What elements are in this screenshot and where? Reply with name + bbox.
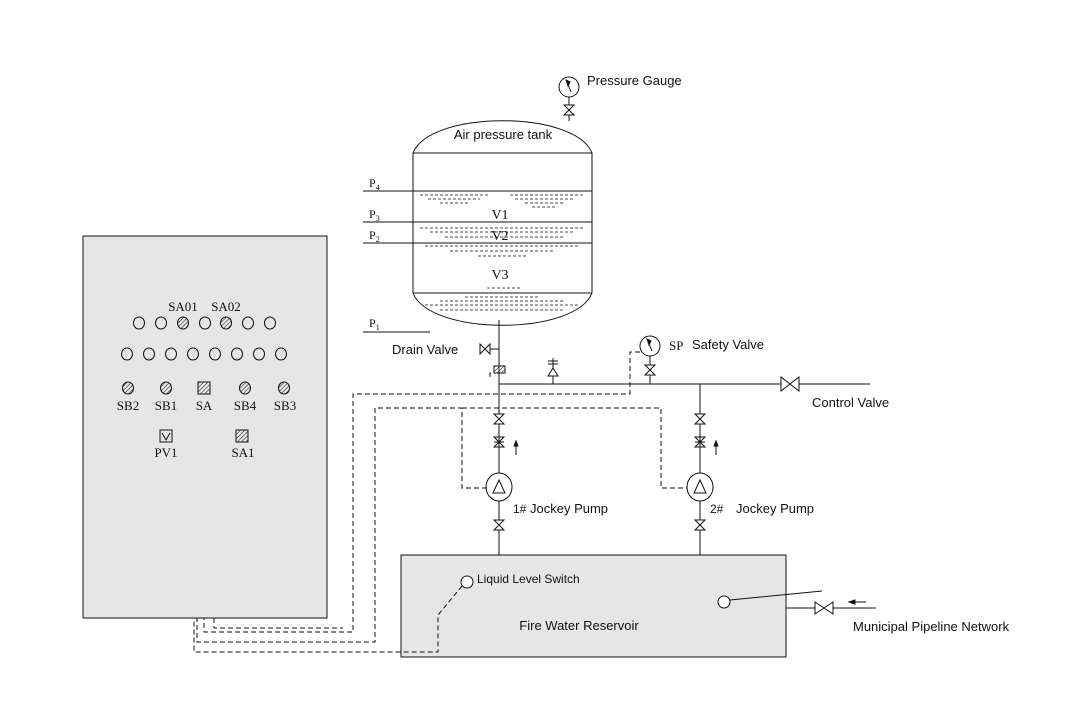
drain-valve-icon [479, 342, 499, 356]
pump2-suction-valve-icon [693, 519, 707, 531]
pv1-label: PV1 [154, 445, 177, 460]
flow-switch-icon [493, 365, 506, 374]
branch-valve-icon [547, 358, 559, 384]
switch-label: SB1 [155, 398, 177, 413]
panel-label-sa01: SA01 [168, 299, 198, 314]
p2-label: P2 [369, 228, 380, 244]
button-sb1-icon[interactable] [160, 381, 172, 395]
selector-sa-icon[interactable] [197, 381, 211, 395]
control-valve-icon [780, 375, 800, 393]
water-level-marks [420, 194, 585, 311]
sp-label: SP [669, 338, 683, 353]
switch-row [122, 381, 290, 395]
pump2-flow-arrow-icon [713, 439, 719, 455]
signal-wiring [193, 351, 687, 653]
pump1-gate-valve-icon [492, 413, 506, 425]
pressure-gauge-icon [558, 76, 580, 121]
switch-sa02-icon[interactable] [220, 316, 232, 330]
pump1-assembly [485, 413, 513, 531]
switch-label: SB3 [274, 398, 296, 413]
switch-label: SA [196, 398, 213, 413]
p1-label: P1 [369, 316, 380, 332]
municipal-flow-arrow-icon [847, 599, 866, 605]
pump1-suction-valve-icon [492, 519, 506, 531]
safety-valve-icon [639, 335, 661, 384]
button-sb3-icon[interactable] [278, 381, 290, 395]
switch-sa01-icon[interactable] [177, 316, 189, 330]
air-pressure-tank [363, 120, 593, 333]
button-sb2-icon[interactable] [122, 381, 134, 395]
pv1-indicator-icon [159, 429, 173, 443]
municipal-label: Municipal Pipeline Network [853, 619, 1010, 634]
v3-label: V3 [491, 268, 508, 283]
switch-label: SB2 [117, 398, 139, 413]
control-valve-label: Control Valve [812, 395, 889, 410]
pump2-number: 2# [710, 502, 724, 516]
pump2-gate-valve-icon [693, 413, 707, 425]
pump1-flow-arrow-icon [513, 439, 519, 455]
pressure-level-labels: P4 P3 P2 P1 [369, 176, 380, 332]
panel-label-sa02: SA02 [211, 299, 241, 314]
piping [498, 320, 870, 555]
liquid-level-switch-label: Liquid Level Switch [477, 572, 580, 586]
selector-sa1-icon[interactable] [235, 429, 249, 443]
pump2-assembly [686, 413, 714, 531]
pressure-gauge-label: Pressure Gauge [587, 73, 682, 88]
safety-valve-label: Safety Valve [692, 337, 764, 352]
pump2-icon [686, 472, 714, 502]
float-ball-icon [717, 595, 731, 609]
button-sb4-icon[interactable] [239, 381, 251, 395]
liquid-level-switch-icon [460, 575, 474, 589]
control-panel: SA01 SA02 [82, 235, 328, 619]
pump1-icon [485, 472, 513, 502]
v1-label: V1 [491, 208, 508, 223]
pump1-number: 1# [513, 502, 527, 516]
pump1-label: Jockey Pump [530, 501, 608, 516]
p3-label: P3 [369, 207, 380, 223]
drain-valve-label: Drain Valve [392, 342, 458, 357]
pump2-label: Jockey Pump [736, 501, 814, 516]
sa1-label: SA1 [231, 445, 254, 460]
switch-label: SB4 [234, 398, 257, 413]
p4-label: P4 [369, 176, 380, 192]
reservoir-label: Fire Water Reservoir [519, 618, 639, 633]
indicator-row-2 [121, 347, 287, 361]
indicator-row-1 [133, 316, 276, 330]
tank-label: Air pressure tank [454, 127, 553, 142]
float-valve-assembly [717, 590, 876, 615]
municipal-inlet-valve-icon [814, 601, 834, 615]
v2-label: V2 [491, 229, 508, 244]
